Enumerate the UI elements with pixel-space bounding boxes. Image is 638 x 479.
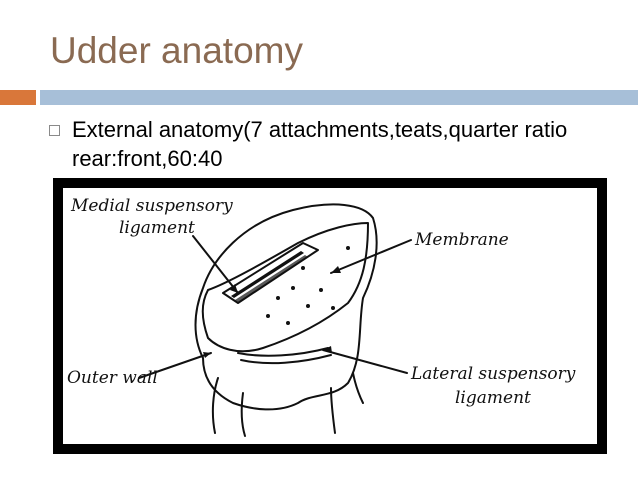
diagram-frame: Medial suspensory ligament Membrane Oute… <box>61 186 599 446</box>
medial-ligament <box>222 242 319 304</box>
teat-left <box>211 377 219 434</box>
title-rule <box>40 90 638 105</box>
leader-membrane <box>330 239 412 274</box>
bullet-square-icon <box>49 125 60 136</box>
udder-drawing <box>138 203 412 437</box>
leader-outer-wall <box>138 352 212 379</box>
teat-right <box>330 387 336 434</box>
label-outer-wall: Outer wall <box>67 368 158 388</box>
label-lateral-ligament: ligament <box>455 388 531 408</box>
label-lateral-suspensory: Lateral suspensory <box>411 364 576 384</box>
udder-diagram: Medial suspensory ligament Membrane Oute… <box>53 178 607 454</box>
label-medial-suspensory: Medial suspensory <box>71 196 233 216</box>
cut-plane <box>201 222 369 353</box>
bullet-text: External anatomy(7 attachments,teats,qua… <box>72 117 568 171</box>
label-membrane: Membrane <box>415 230 509 250</box>
title-rule-accent <box>0 90 36 105</box>
udder-outline <box>194 203 378 411</box>
leader-lateral <box>322 349 408 374</box>
slide-title: Udder anatomy <box>50 30 303 71</box>
leader-medial <box>192 235 239 294</box>
label-medial-ligament: ligament <box>119 218 195 238</box>
lateral-ligament <box>237 347 329 357</box>
